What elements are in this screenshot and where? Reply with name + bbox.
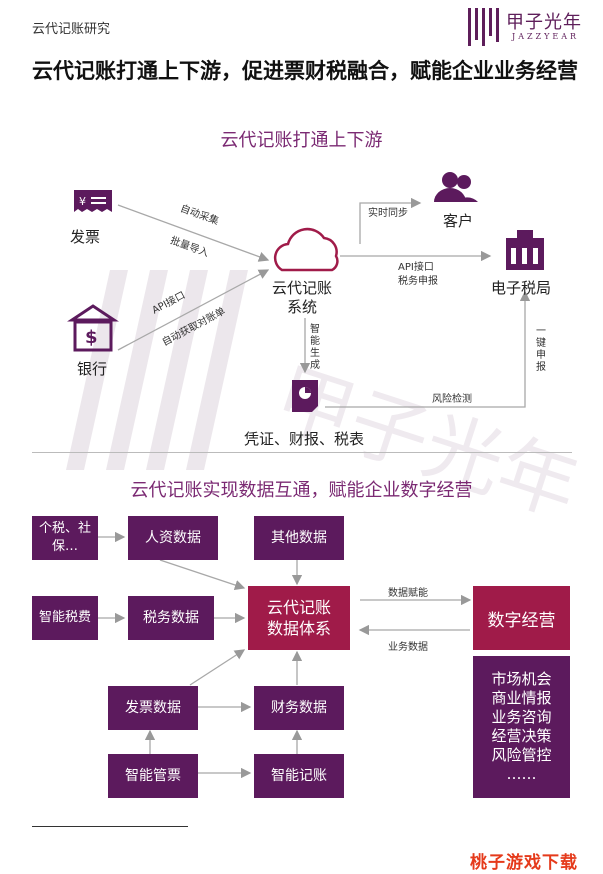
page-title: 云代记账打通上下游，促进票财税融合，赋能企业业务经营 xyxy=(32,59,578,83)
header-category: 云代记账研究 xyxy=(32,22,111,37)
box-center-data-system: 云代记账 数据体系 xyxy=(248,586,350,650)
edge-label-tax-declare: 税务申报 xyxy=(398,276,438,287)
outcome-item: 市场机会 xyxy=(491,670,552,688)
box-digital-ops: 数字经营 xyxy=(473,586,570,650)
box-smart-bookkeeping: 智能记账 xyxy=(254,754,344,798)
box-tax-social: 个税、社保… xyxy=(32,516,98,560)
box-smart-tax: 智能税费 xyxy=(32,596,98,640)
logo-icon xyxy=(468,8,499,46)
corner-watermark: 桃子游戏下载 xyxy=(470,853,578,873)
edge-label-smart-gen: 智能生成 xyxy=(310,324,320,371)
node-invoice: 发票 xyxy=(70,228,101,246)
node-system-line1: 云代记账 xyxy=(272,279,333,297)
edge-label-business-data: 业务数据 xyxy=(388,642,428,653)
edge-label-data-enable: 数据赋能 xyxy=(388,588,428,599)
node-vouchers: 凭证、财报、税表 xyxy=(244,430,365,448)
outcome-item: 风险管控 xyxy=(491,746,552,764)
invoice-icon: ¥ xyxy=(74,190,112,212)
outcome-item: 经营决策 xyxy=(491,727,552,745)
box-hr-data: 人资数据 xyxy=(128,516,218,560)
customer-icon xyxy=(434,172,478,202)
outcome-item: 业务咨询 xyxy=(491,708,552,726)
section2-title: 云代记账实现数据互通，赋能企业数字经营 xyxy=(130,480,473,501)
footnote-rule xyxy=(32,826,188,827)
center-line1: 云代记账 xyxy=(266,598,331,617)
edge-label-api-tax: API接口 xyxy=(398,262,434,273)
tax-bureau-icon xyxy=(506,230,544,270)
edge-label-risk-check: 风险检测 xyxy=(432,394,472,405)
svg-text:$: $ xyxy=(85,327,98,348)
edge-realtime-sync xyxy=(359,197,422,244)
svg-text:¥: ¥ xyxy=(79,195,86,208)
outcome-item: 商业情报 xyxy=(491,689,552,707)
logo-name-en: JAZZYEAR xyxy=(512,32,580,41)
edge-label-one-click: 一键申报 xyxy=(536,326,546,373)
report-icon xyxy=(292,380,318,412)
edge-system-bank xyxy=(117,269,270,351)
outcome-item: …… xyxy=(506,765,537,783)
section-divider xyxy=(32,452,572,453)
center-line2: 数据体系 xyxy=(266,619,331,638)
edge-label-realtime-sync: 实时同步 xyxy=(368,208,408,219)
node-system-line2: 系统 xyxy=(287,298,318,316)
cloud-icon xyxy=(273,227,339,272)
box-outcomes: 市场机会 商业情报 业务咨询 经营决策 风险管控 …… xyxy=(473,656,570,798)
box-finance-data: 财务数据 xyxy=(254,686,344,730)
flow-diagram-data xyxy=(97,531,472,779)
logo-name-cn: 甲子光年 xyxy=(506,12,582,33)
edge-invoice-system xyxy=(117,204,270,262)
box-other-data: 其他数据 xyxy=(254,516,344,560)
node-customer: 客户 xyxy=(443,212,474,230)
box-smart-invoice: 智能管票 xyxy=(108,754,198,798)
node-tax-bureau: 电子税局 xyxy=(491,279,552,297)
bank-icon: $ xyxy=(67,304,119,352)
box-tax-data: 税务数据 xyxy=(128,596,214,640)
edge-risk-check xyxy=(325,290,531,408)
node-bank: 银行 xyxy=(77,360,108,378)
section1-title: 云代记账打通上下游 xyxy=(220,130,383,151)
flow-diagram-upstream: ¥ $ xyxy=(67,172,544,412)
box-invoice-data: 发票数据 xyxy=(108,686,198,730)
